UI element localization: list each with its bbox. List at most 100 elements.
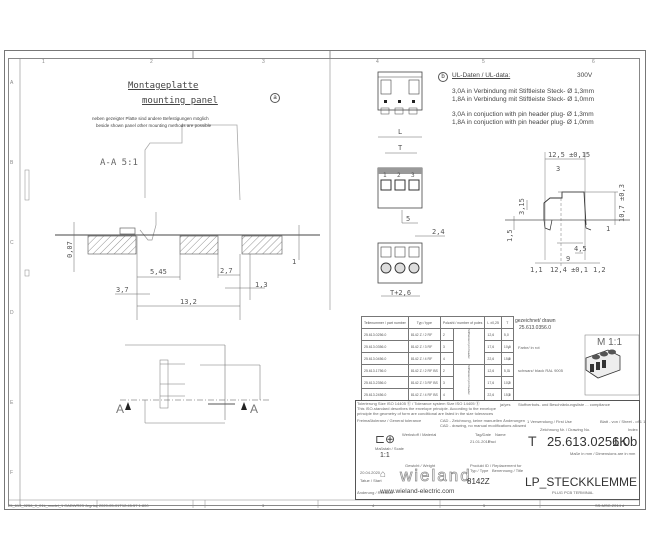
title-block [355, 400, 640, 500]
dim-10-7: 10,7 ±0,3 [618, 184, 626, 222]
panel-title-de: Montageplatte [128, 81, 199, 91]
dim-9: 9 [566, 255, 571, 263]
code-cell: 3 [508, 392, 511, 397]
zone-label: C [10, 240, 14, 246]
col-header: L ±0,25 [484, 316, 502, 329]
dim-2-4: 2,4 [432, 228, 445, 236]
zone-label: 1 [42, 59, 45, 65]
dim-1-1: 1,1 [530, 266, 543, 274]
t-mark: T [528, 433, 537, 449]
ul-voltage: 300V [577, 72, 593, 79]
tolerancing-text: This ISO-standard describes the envelope… [357, 406, 496, 411]
col-header: T [500, 316, 514, 329]
zone-label: F [10, 470, 14, 476]
zone-label: E [10, 400, 14, 406]
dim-4-5: 4,5 [574, 245, 587, 253]
panel-note-de: neben gezeigter Platte sind andere Befes… [92, 116, 209, 121]
ul-title: UL-Daten / UL-data: [452, 72, 511, 79]
scale-box-label: M 1:1 [597, 337, 623, 348]
material-label: Werkstoff / Material [402, 432, 437, 437]
dim-pitch: 5 [406, 215, 411, 223]
zone-label: D [10, 310, 14, 316]
code-cell: 1 [508, 368, 511, 373]
color-cell: schwarz/ black RAL 9005 [518, 368, 563, 373]
dim-1-3: 1,3 [255, 281, 268, 289]
dim-1-5: 1,5 [506, 229, 514, 242]
dim-13-2: 13,2 [180, 298, 197, 306]
ul-line: 1,8A in Verbindung mit Stiftleiste Steck… [452, 96, 594, 103]
sheet-label: Blatt - von / Sheet - of 1 1 [600, 419, 646, 424]
dim-3-7: 3,7 [116, 286, 129, 294]
scale-label: Maßstab / Scale [375, 446, 404, 451]
product-subtitle: PLUG PCB TERMINAL [552, 490, 594, 495]
panel-title-en: mounting panel [142, 96, 218, 106]
dim-12-5: 12,5 ±0,15 [548, 151, 591, 159]
parts-table: Teilenummer / part number Typ / type Pol… [361, 316, 514, 401]
type-value: 8142Z [467, 477, 490, 486]
code-cell: 2 [508, 380, 511, 385]
drawn-value: 25.613.0356.0 [519, 325, 551, 331]
dim-3: 3 [556, 165, 561, 173]
ul-line: 3,0A in conjuction with pin header plug-… [452, 111, 594, 118]
zone-label: 4 [376, 59, 379, 65]
ul-line: 3,0A in Verbindung mit Stiftleiste Steck… [452, 88, 594, 95]
rohs-yes: ja/yes [500, 402, 511, 407]
drawn-label: gezeichnet/ drawn [515, 318, 556, 324]
drawing-number: 25.613.0256.0 [547, 434, 631, 449]
date-label: Tag/Date [475, 432, 492, 437]
drawing-frame [8, 58, 640, 506]
dim-5-45: 5,45 [150, 268, 167, 276]
footer-zone: 3 [262, 503, 265, 508]
zone-label: B [10, 160, 14, 166]
product-title: LP_STECKKLEMME [525, 475, 638, 489]
dim-12-4: 12,4 ±0,1 [550, 266, 588, 274]
dim-L: L [398, 128, 403, 136]
file-info: 25_613_0256_0_01k_model_1 CADWR23 Jegris… [8, 503, 149, 508]
footer-zone: 4 [372, 503, 375, 508]
dim-3-15: 3,15 [518, 198, 526, 215]
rohs-text: Stoffverbots- und Beschränkungsliste ...… [518, 402, 610, 407]
revision-label: Änderung / Revision [357, 490, 394, 495]
dim-1-2: 1,2 [593, 266, 606, 274]
website-link[interactable]: www.wieland-electric.com [380, 488, 455, 495]
dim-T-2-6: T+2,6 [390, 289, 412, 297]
zone-label: 3 [262, 59, 265, 65]
drawn-name: Paci [488, 439, 496, 444]
zone-label: 5 [482, 59, 485, 65]
index-label: Index [628, 427, 638, 432]
weight-label: Gewicht / Weight [405, 463, 436, 468]
brand-logo: wieland [400, 466, 472, 486]
cad-note: CAD - Zeichnung, keine manuellen Änderun… [440, 418, 525, 423]
footer-zone: 5 [483, 503, 486, 508]
drawn-date: 21.01.2015 [470, 439, 491, 444]
designation-label: Benennung / Title [492, 468, 524, 473]
zone-label: A [10, 80, 14, 86]
color-cell: Farbe/ in rot [518, 345, 540, 350]
tolerancing-text: principle the geometry of form are condi… [357, 411, 494, 416]
dim-2-7: 2,7 [220, 267, 233, 275]
zone-label: 6 [592, 59, 595, 65]
dim-0-07: 0,07 [66, 241, 74, 258]
cad-note: CAD - drawing, no manual modifications a… [440, 423, 527, 428]
ul-line: 1,8A in conjuction with pin header plug-… [452, 119, 594, 126]
dims-note: Maße in mm / Dimensions are in mm [570, 451, 636, 456]
type-label: Typ / Type [470, 468, 489, 473]
dim-1: 1 [606, 225, 611, 233]
wieland-logo-icon: ⌂ [380, 469, 387, 480]
section-mark-left: A [116, 402, 125, 416]
product-id-label: Produkt ID / Replacement for [470, 463, 522, 468]
usage-label: 1 Verwendung / First Use [527, 419, 572, 424]
drawing-sheet-outer [4, 50, 646, 510]
marker-b-icon: b [438, 72, 448, 82]
form-number: SS-MSC-2014 d [595, 503, 625, 508]
tolerancing-text: Tolerierung Size ISO 14405 Ⓔ / Tolerance… [357, 401, 480, 406]
revision-name: Tatue / Start [360, 478, 382, 483]
pin-number: 1 [383, 172, 387, 179]
general-tolerance: Freimaßtoleranz / General tolerance [357, 418, 422, 423]
